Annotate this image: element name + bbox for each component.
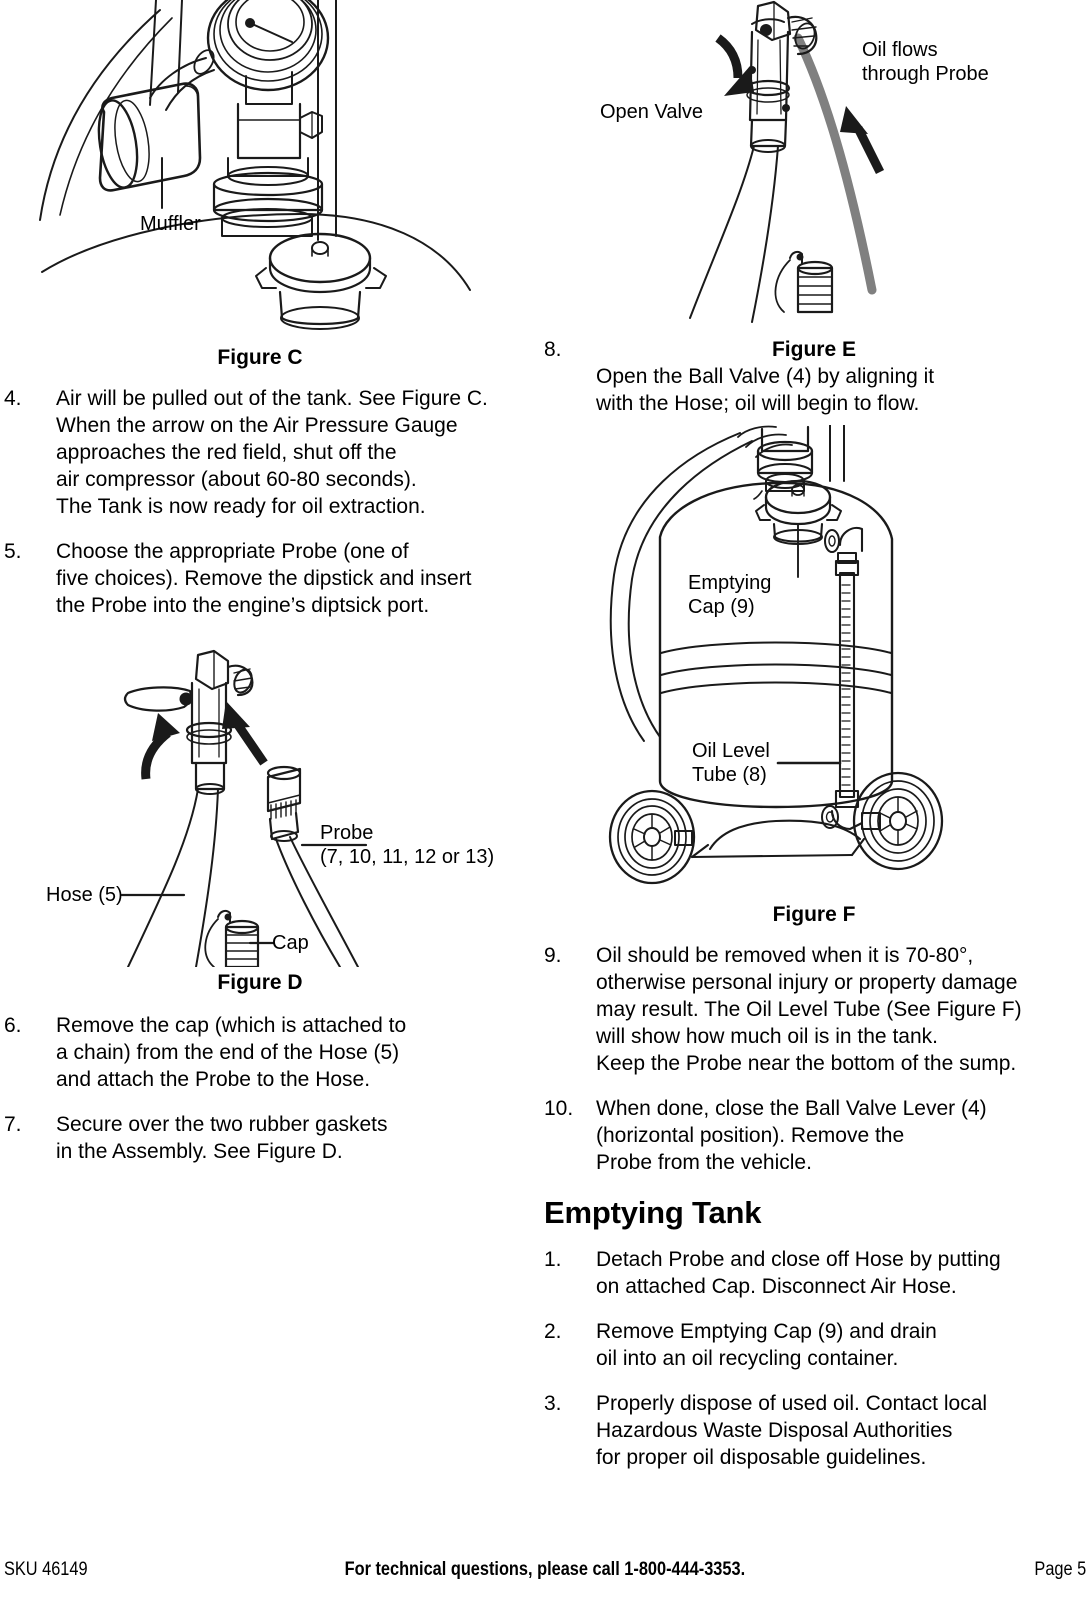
emptying-step-1: 1. Detach Probe and close off Hose by pu… xyxy=(540,1246,1088,1300)
figure-d-svg xyxy=(120,649,368,967)
step-10: 10. When done, close the Ball Valve Leve… xyxy=(540,1095,1088,1176)
figure-f-caption: Figure F xyxy=(772,903,856,926)
figure-e-illustration: Open Valve Oil flows through Probe xyxy=(540,0,1088,332)
step-9: 9. Oil should be removed when it is 70-8… xyxy=(540,942,1088,1077)
figure-e-label-open-valve: Open Valve xyxy=(600,101,704,123)
step-10-text: When done, close the Ball Valve Lever (4… xyxy=(596,1097,987,1174)
step-9-number: 9. xyxy=(544,944,562,967)
emptying-step-1-text: Detach Probe and close off Hose by putti… xyxy=(596,1248,1001,1298)
figure-d-label-cap: Cap xyxy=(272,932,309,954)
figure-e-label-oil-flows: Oil flows through Probe xyxy=(862,39,989,85)
step-4: 4. Air will be pulled out of the tank. S… xyxy=(0,385,520,520)
step-5-text: Choose the appropriate Probe (one of fiv… xyxy=(56,540,472,617)
step-7: 7. Secure over the two rubber gaskets in… xyxy=(0,1111,520,1165)
emptying-step-3: 3. Properly dispose of used oil. Contact… xyxy=(540,1390,1088,1471)
figure-c-svg xyxy=(39,0,471,330)
figure-d-label-probe: Probe (7, 10, 11, 12 or 13) xyxy=(320,822,495,868)
step-9-text: Oil should be removed when it is 70-80°,… xyxy=(596,944,1022,1075)
emptying-step-2-number: 2. xyxy=(544,1320,562,1343)
step-6-number: 6. xyxy=(4,1014,22,1037)
step-7-number: 7. xyxy=(4,1113,22,1136)
step-8-number: 8. xyxy=(544,338,562,361)
section-heading-emptying-tank: Emptying Tank xyxy=(544,1195,762,1230)
figure-f-illustration: Emptying Cap (9) Oil Level Tube (8) xyxy=(540,425,1088,905)
figure-f-svg xyxy=(608,425,944,885)
footer-support-text: For technical questions, please call 1-8… xyxy=(344,1559,746,1580)
left-column: Muffler Figure C 4. Air will be pulled o… xyxy=(0,0,520,1500)
step-7-text: Secure over the two rubber gaskets in th… xyxy=(56,1113,388,1163)
step-5: 5. Choose the appropriate Probe (one of … xyxy=(0,538,520,619)
figure-c-illustration: Muffler xyxy=(0,0,520,345)
emptying-step-2-text: Remove Emptying Cap (9) and drain oil in… xyxy=(596,1320,937,1370)
step-10-number: 10. xyxy=(544,1097,574,1120)
emptying-step-1-number: 1. xyxy=(544,1248,562,1271)
emptying-step-2: 2. Remove Emptying Cap (9) and drain oil… xyxy=(540,1318,1088,1372)
step-4-text: Air will be pulled out of the tank. See … xyxy=(56,387,488,518)
footer-page-number: Page 5 xyxy=(1034,1559,1086,1580)
step-4-number: 4. xyxy=(4,387,22,410)
figure-f-label-emptying-cap: Emptying Cap (9) xyxy=(688,572,772,618)
emptying-step-3-number: 3. xyxy=(544,1392,562,1415)
step-8: 8. Figure E Open the Ball Valve (4) by a… xyxy=(540,336,1088,417)
figure-c-label-muffler: Muffler xyxy=(140,213,201,235)
step-6-text: Remove the cap (which is attached to a c… xyxy=(56,1014,407,1091)
emptying-step-3-text: Properly dispose of used oil. Contact lo… xyxy=(596,1392,988,1469)
step-5-number: 5. xyxy=(4,540,22,563)
right-column: Open Valve Oil flows through Probe 8. Fi… xyxy=(540,0,1088,1500)
figure-d-illustration: Hose (5) Probe (7, 10, 11, 12 or 13) Cap xyxy=(0,637,520,967)
footer-sku: SKU 46149 xyxy=(4,1559,88,1580)
figure-d-caption: Figure D xyxy=(217,971,303,994)
figure-d-label-hose: Hose (5) xyxy=(46,884,123,906)
page-footer: SKU 46149 For technical questions, pleas… xyxy=(0,1555,1090,1585)
step-6: 6. Remove the cap (which is attached to … xyxy=(0,1012,520,1093)
footer-support-line: For technical questions, please call 1-8… xyxy=(0,1555,1090,1585)
figure-e-caption: Figure E xyxy=(771,338,856,361)
step-8-text: Open the Ball Valve (4) by aligning it w… xyxy=(596,365,935,415)
figure-c-caption: Figure C xyxy=(217,346,303,369)
figure-f-label-oil-level-tube: Oil Level Tube (8) xyxy=(692,740,770,786)
figure-e-svg xyxy=(689,0,885,323)
